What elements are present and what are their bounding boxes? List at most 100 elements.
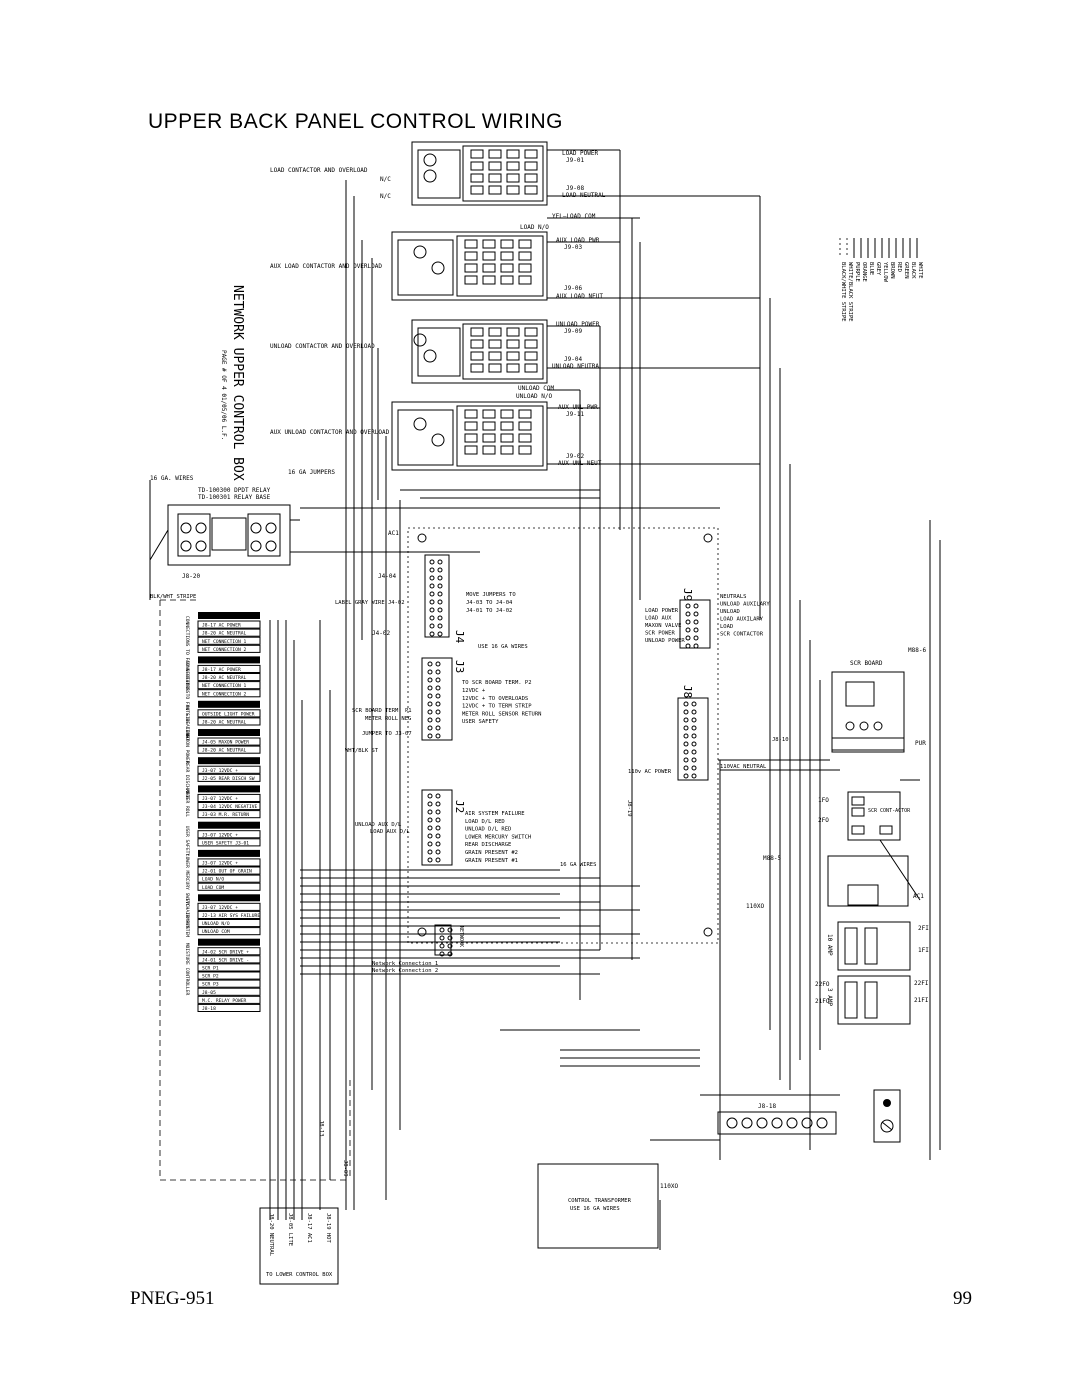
connector-pin: [427, 825, 433, 831]
contactor-terminal: [524, 173, 538, 183]
contactor-terminal: [464, 263, 478, 273]
label-j9: J9: [681, 588, 694, 601]
connector-pin: [429, 631, 435, 637]
label-j9-04: J9-04: [564, 356, 582, 363]
label-gray-wire: LABEL GRAY WIRE J4-02: [335, 600, 405, 606]
connector-pin: [435, 809, 441, 815]
bar-terminal: [756, 1117, 768, 1129]
connector-pin: [447, 935, 453, 941]
connector-pin: [429, 575, 435, 581]
strip-row: [197, 858, 261, 867]
connector-pin: [685, 627, 691, 633]
legend-label: BROWN: [889, 262, 895, 279]
contactor-terminal: [482, 421, 496, 431]
connector-pin: [435, 725, 441, 731]
contactor-terminal: [506, 363, 520, 373]
legend-label: BLACK/WHITE STRIPE: [840, 262, 846, 322]
j2-terminal-label: LOWER MERCURY SWITCH: [465, 834, 531, 840]
legend-label: WHITE/BLACK STRIPE: [847, 262, 853, 322]
contactor-terminal: [482, 275, 496, 285]
contactor-terminal: [524, 185, 538, 195]
connector-pin: [427, 685, 433, 691]
connector-pin: [693, 611, 699, 617]
box-subtitle: PAGE # OF 4 01/05/06 L.F.: [220, 350, 227, 440]
label-unload-power: UNLOAD POWER: [556, 321, 600, 328]
strip-row-label: J8-17 AC POWER: [202, 623, 241, 629]
contactor-terminal: [524, 363, 538, 373]
strip-row: [197, 620, 261, 629]
strip-row: [197, 664, 261, 674]
label-j9-11: J9-11: [566, 411, 584, 418]
strip-row-label: J2-01 OUT OF GRAIN: [202, 869, 252, 875]
connector-pin: [435, 857, 441, 863]
contactor-coil: [431, 261, 445, 275]
strip-header-bar: [198, 849, 260, 857]
connector-pin: [429, 583, 435, 589]
strip-row-label: J8-20 AC NEUTRAL: [202, 631, 246, 637]
j9-right-label: NEUTRALS: [720, 594, 747, 600]
contactor-terminal: [518, 251, 532, 261]
legend-label: GREY: [875, 262, 881, 276]
label-j9-01: J9-01: [566, 157, 584, 164]
contactor-terminal: [464, 251, 478, 261]
strip-row-label: SCR P1: [202, 966, 219, 972]
connector-pin: [435, 841, 441, 847]
contactor-terminal: [488, 185, 502, 195]
strip-row: [197, 910, 261, 920]
strip-row: [197, 874, 261, 883]
legend-label: GREEN: [903, 262, 909, 279]
contactor-terminal: [464, 445, 478, 455]
strip-row: [197, 971, 261, 980]
strip-row-label: SCR P2: [202, 974, 219, 980]
strip-row-label: J8-17 AC POWER: [202, 667, 241, 673]
bar-terminal: [726, 1117, 738, 1129]
strip-row: [197, 810, 261, 819]
label-3-amp: 3 AMP: [826, 988, 833, 1006]
document-id: PNEG-951: [130, 1288, 215, 1309]
connector-pin: [683, 741, 689, 747]
connector-j2: [421, 789, 453, 866]
connector-pin: [437, 591, 443, 597]
contactor-terminal: [506, 161, 520, 171]
label-j3: J3: [453, 660, 466, 673]
contactor-terminal: [506, 351, 520, 361]
contactor-terminal: [482, 263, 496, 273]
contactor-terminal: [518, 263, 532, 273]
bar-terminal: [771, 1117, 783, 1129]
strip-row-label: J3-04 12VDC NEGATIVE: [202, 804, 258, 810]
connector-pin: [427, 733, 433, 739]
contactor-terminal: [500, 445, 514, 455]
label-fuse-21fo: 21FO: [815, 998, 830, 1005]
connector-pin: [427, 833, 433, 839]
contactor-terminal: [506, 173, 520, 183]
label-10-amp: 10 AMP: [826, 934, 833, 956]
connector-pin: [693, 635, 699, 641]
strip-row: [197, 717, 261, 726]
strip-row-label: J4-05 MAXON POWER: [202, 740, 249, 746]
strip-header-bar: [198, 785, 260, 793]
j9-terminal-label: LOAD AUX: [645, 616, 672, 622]
connector-pin: [683, 701, 689, 707]
connector-pin: [427, 817, 433, 823]
strip-row: [197, 1003, 261, 1013]
strip-row: [197, 995, 261, 1004]
label-ac1: AC1: [388, 530, 399, 537]
label-unload-com: UNLOAD COM: [518, 385, 555, 392]
strip-row-label: UNLOAD N/O: [202, 921, 230, 927]
label-110x0-a: 110XO: [746, 903, 764, 910]
connector-pin: [439, 927, 445, 933]
label-relay-base: TD-100301 RELAY BASE: [198, 494, 271, 501]
j9-terminal-label: LOAD POWER: [645, 608, 679, 614]
connector-pin: [693, 643, 699, 649]
label-network: NETWORK: [458, 926, 464, 947]
strip-header-bar: [198, 700, 260, 708]
label-fuse-22fi: 22FI: [914, 980, 929, 987]
label-j9-08: J9-08: [566, 185, 584, 192]
connector-pin: [693, 603, 699, 609]
label-j2: J2: [453, 800, 466, 813]
connector-pin: [435, 733, 441, 739]
contactor-terminal: [518, 239, 532, 249]
connector-pin: [447, 951, 453, 957]
strip-header-bar: [198, 757, 260, 765]
label-load-power: LOAD POWER: [562, 150, 599, 157]
